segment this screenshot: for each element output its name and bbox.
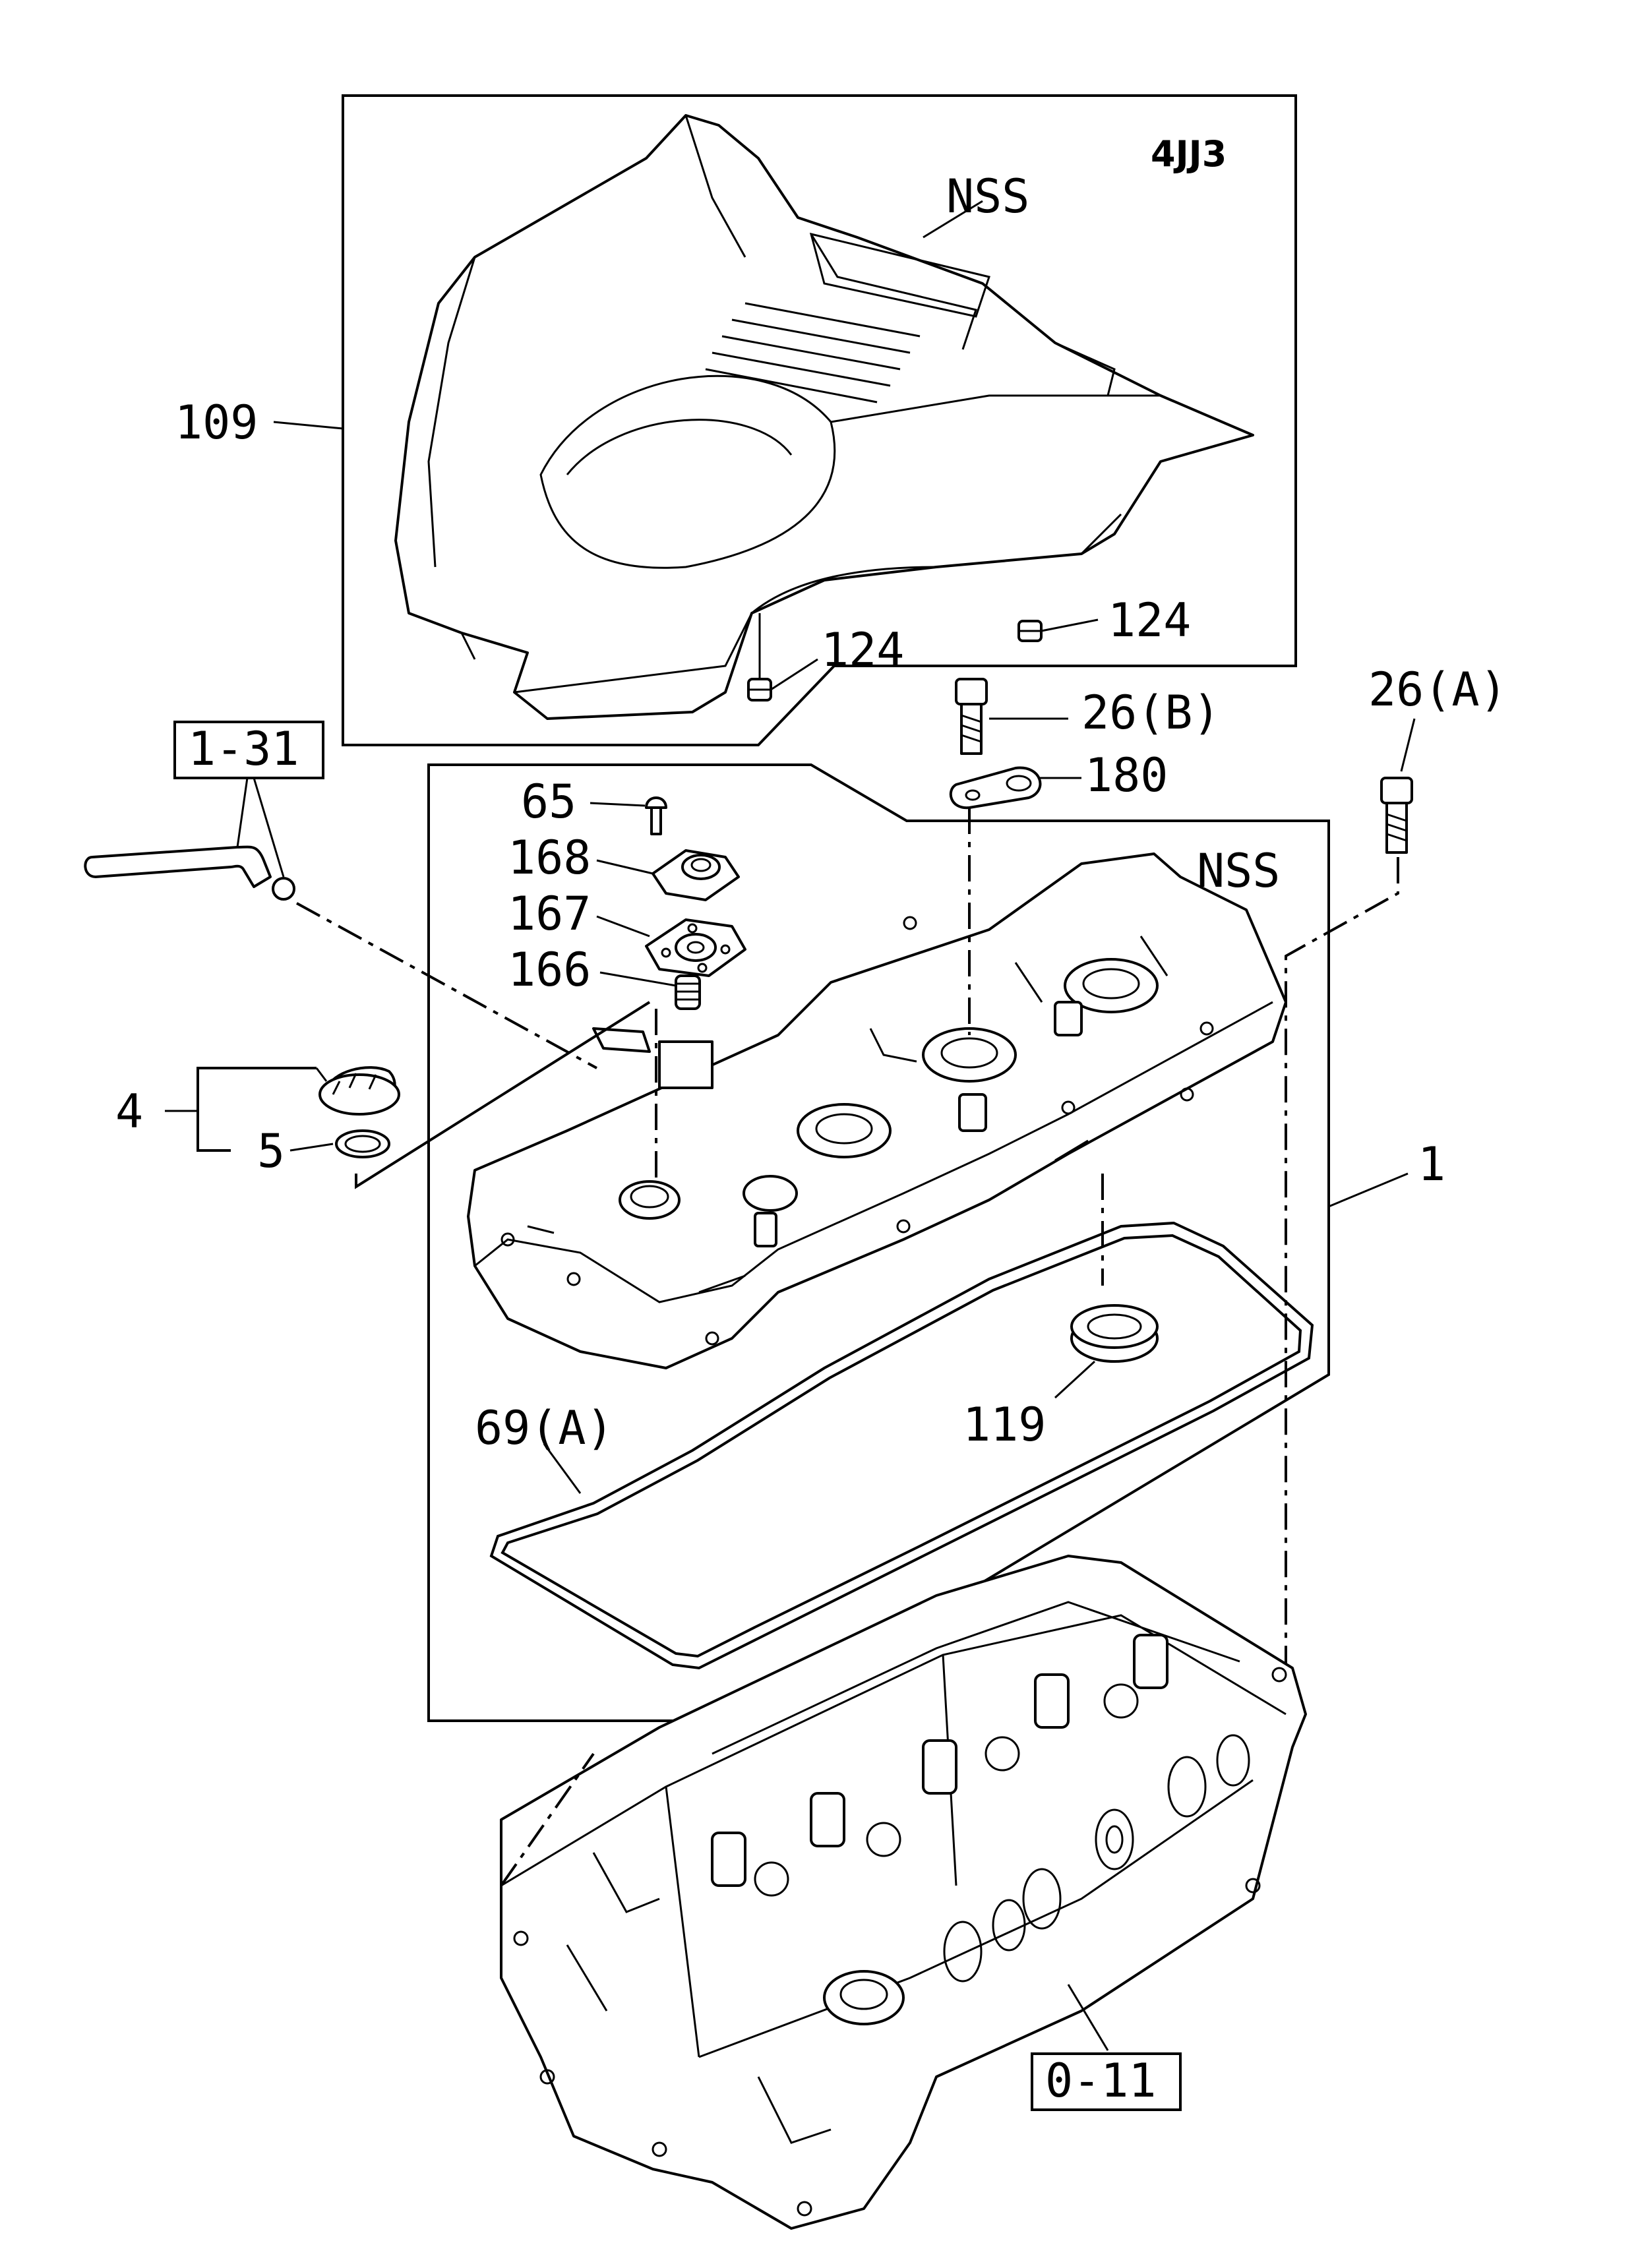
callout-180: 180: [1085, 748, 1168, 802]
grommet-124-mid: [747, 678, 772, 701]
cover-inset-frame: [342, 94, 1297, 746]
pcv-hose: [84, 845, 295, 901]
plate-167: [645, 918, 746, 977]
callout-26a: 26(A): [1368, 663, 1507, 717]
callout-166: 166: [508, 943, 591, 997]
callout-4: 4: [115, 1085, 143, 1139]
cylinder-head: [500, 1555, 1307, 2230]
callout-124-right: 124: [1108, 593, 1191, 647]
cylinder-head-cover: [467, 852, 1287, 1369]
model-label: 4JJ3: [1151, 133, 1227, 175]
callout-109: 109: [175, 396, 258, 450]
bolt-26a: [1380, 777, 1413, 854]
callout-167: 167: [508, 887, 591, 941]
ref-1-31: 1-31: [188, 722, 299, 776]
callout-26b: 26(B): [1081, 686, 1221, 740]
callout-168: 168: [508, 831, 591, 885]
bracket-180: [949, 766, 1042, 810]
callout-nss-mid: NSS: [1197, 844, 1280, 898]
callout-124-mid: 124: [821, 623, 904, 677]
ref-0-11: 0-11: [1045, 2054, 1157, 2108]
ref-box-0-11: [1031, 2052, 1182, 2111]
oil-filler-cap-4: [318, 1066, 400, 1116]
callout-5: 5: [257, 1124, 285, 1178]
engine-top-cover: [394, 114, 1254, 720]
o-ring-5: [335, 1129, 390, 1158]
bolt-26b: [955, 678, 988, 755]
grommet-124-right: [1017, 620, 1043, 642]
callout-65: 65: [521, 775, 576, 829]
ref-box-1-31: [173, 721, 324, 779]
seal-119: [1070, 1304, 1159, 1363]
callout-119: 119: [963, 1398, 1046, 1452]
callout-nss-top: NSS: [946, 169, 1029, 224]
cap-168: [652, 849, 740, 901]
gasket-69a: [489, 1221, 1314, 1670]
callout-1: 1: [1418, 1137, 1445, 1191]
callout-69a: 69(A): [475, 1401, 614, 1455]
screw-65: [645, 796, 667, 835]
head-cover-assembly-frame: [427, 763, 1330, 1722]
spring-166: [675, 974, 701, 1010]
